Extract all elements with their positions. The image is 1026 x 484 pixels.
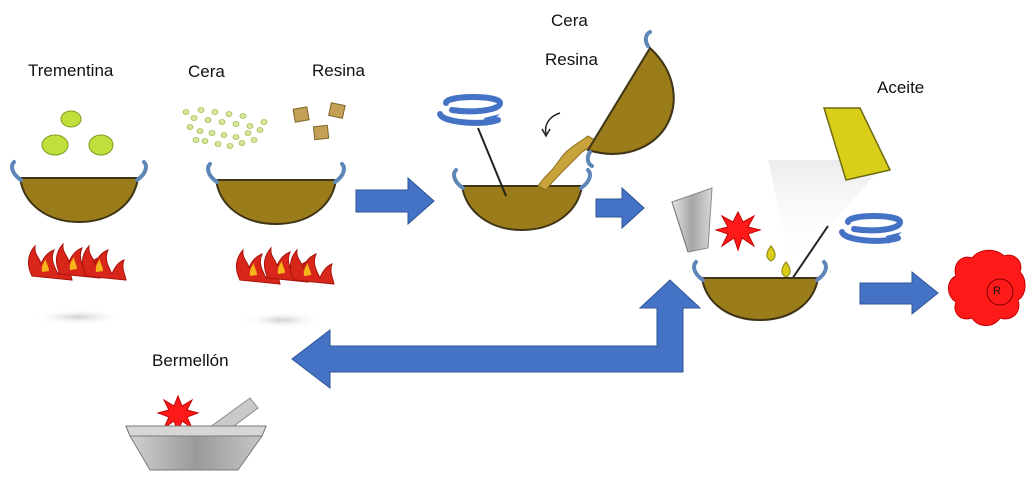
product-mark-label: R [993, 286, 1001, 297]
product-blob-icon [949, 250, 1026, 325]
label-resina-pour: Resina [545, 51, 598, 68]
arrow-right-1-icon [356, 178, 434, 224]
pot-4 [694, 262, 826, 320]
return-arrow-icon [292, 280, 700, 388]
pot-1 [12, 162, 146, 222]
pouring-pot [588, 32, 674, 166]
stir-arrow-1-icon [440, 97, 500, 126]
shadow-1 [32, 309, 124, 325]
shadow-2 [240, 312, 324, 328]
arrow-right-3-icon [860, 272, 938, 314]
stir-arrow-2-icon [842, 216, 902, 244]
label-trementina: Trementina [28, 62, 113, 79]
mortar-icon [126, 396, 266, 470]
spark-1-icon [716, 212, 760, 250]
gray-block [672, 188, 712, 252]
label-cera-pour: Cera [551, 12, 588, 29]
fire-1-icon [28, 244, 126, 280]
trementina-drops [42, 111, 113, 155]
fire-2-icon [236, 248, 334, 284]
resina-pieces [293, 103, 345, 140]
arrow-right-2-icon [596, 188, 644, 228]
cera-granules [183, 108, 267, 149]
label-aceite: Aceite [877, 79, 924, 96]
pot-3 [454, 170, 590, 230]
label-resina: Resina [312, 62, 365, 79]
pot-2 [208, 164, 344, 224]
label-bermellon: Bermellón [152, 352, 229, 369]
label-cera: Cera [188, 63, 225, 80]
aceite-container [768, 108, 890, 260]
small-curved-arrow-icon [546, 113, 560, 134]
oil-drops [767, 246, 790, 277]
